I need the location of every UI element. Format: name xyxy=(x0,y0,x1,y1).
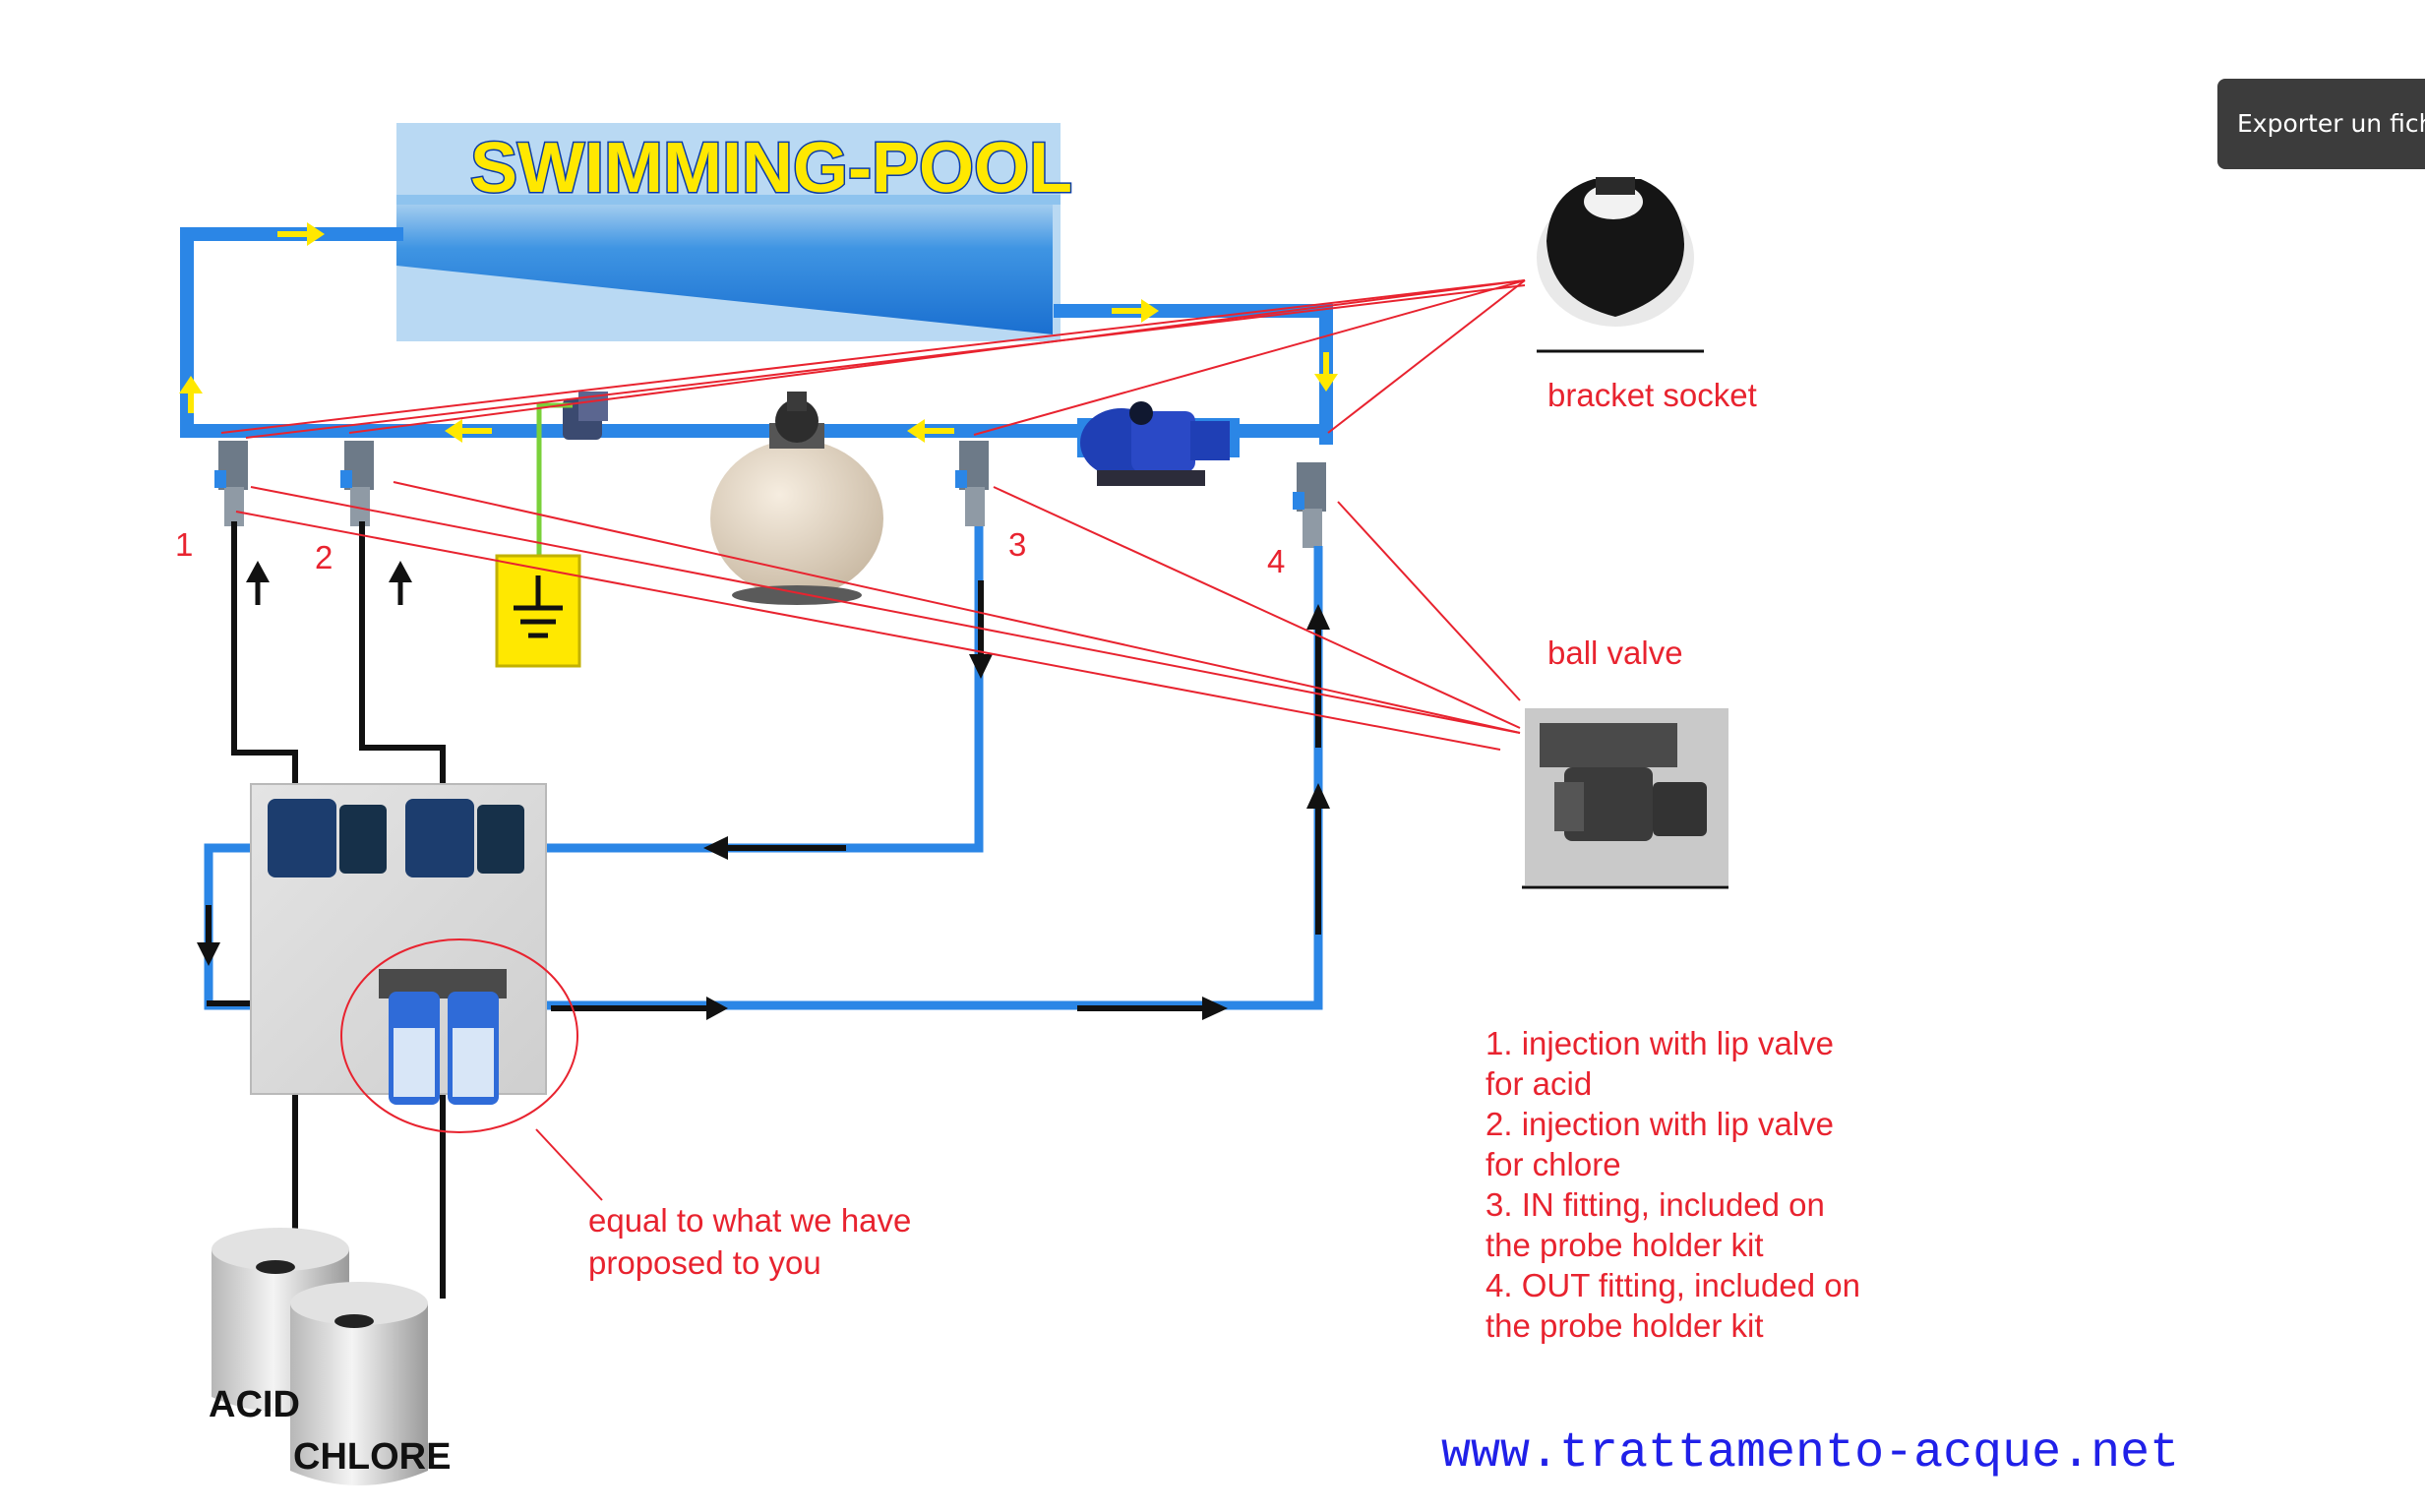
chlore-tank-label: CHLORE xyxy=(293,1436,451,1478)
earth-ground-box xyxy=(495,554,581,668)
pool-water xyxy=(396,202,1053,334)
legend-line-2: for acid xyxy=(1485,1065,1592,1102)
ball-valves-group xyxy=(214,441,1326,548)
flow-arrows xyxy=(179,222,1338,443)
injection-up-arrows xyxy=(246,561,412,605)
valve-label-4: 4 xyxy=(1267,543,1285,579)
valve-label-3: 3 xyxy=(1008,526,1026,563)
dosing-panel xyxy=(250,783,547,1105)
ball-valve-leaders xyxy=(235,481,1521,751)
valve-label-1: 1 xyxy=(175,526,193,563)
legend-line-5: 3. IN fitting, included on xyxy=(1485,1186,1825,1223)
legend-notes: 1. injection with lip valve for acid 2. … xyxy=(1485,1025,1869,1344)
bracket-socket-leaders xyxy=(220,279,1526,439)
proposal-note: equal to what we have proposed to you xyxy=(588,1202,921,1281)
legend-line-8: the probe holder kit xyxy=(1485,1307,1764,1344)
ball-valve-label: ball valve xyxy=(1547,635,1683,671)
legend-line-3: 2. injection with lip valve xyxy=(1485,1106,1834,1142)
probe-solenoid xyxy=(563,392,608,440)
ball-valve-image xyxy=(1522,708,1728,889)
pool-title: SWIMMING-POOL xyxy=(470,129,1072,208)
ball-valve-1 xyxy=(214,441,248,526)
proposal-note-line-1: equal to what we have xyxy=(588,1202,911,1239)
highlight-circle xyxy=(340,938,578,1133)
legend-line-7: 4. OUT fitting, included on xyxy=(1485,1267,1860,1303)
ball-valve-3 xyxy=(955,441,989,526)
ball-valve-2 xyxy=(340,441,374,526)
ball-valve-4 xyxy=(1293,462,1326,548)
legend-line-1: 1. injection with lip valve xyxy=(1485,1025,1834,1061)
proposal-pointer xyxy=(535,1128,603,1201)
acid-tank-label: ACID xyxy=(209,1384,300,1425)
legend-line-4: for chlore xyxy=(1485,1146,1621,1182)
dosing-pump-acid xyxy=(268,799,336,877)
bracket-socket-label: bracket socket xyxy=(1547,377,1757,413)
chlore-tank xyxy=(290,1282,428,1485)
valve-label-2: 2 xyxy=(315,539,333,575)
swimming-pool: SWIMMING-POOL xyxy=(396,123,1073,341)
dosing-pump-chlore xyxy=(405,799,474,877)
probe-flow-arrows xyxy=(197,580,1330,1020)
legend-line-6: the probe holder kit xyxy=(1485,1227,1764,1263)
bracket-socket-image xyxy=(1537,177,1704,353)
proposal-note-line-2: proposed to you xyxy=(588,1244,821,1281)
export-file-button[interactable]: Exporter un fichier xyxy=(2217,79,2425,169)
pool-pump xyxy=(1077,401,1240,486)
sand-filter xyxy=(710,392,883,605)
website-url: www.trattamento-acque.net xyxy=(1441,1425,2179,1482)
probe-holder xyxy=(379,969,507,1105)
